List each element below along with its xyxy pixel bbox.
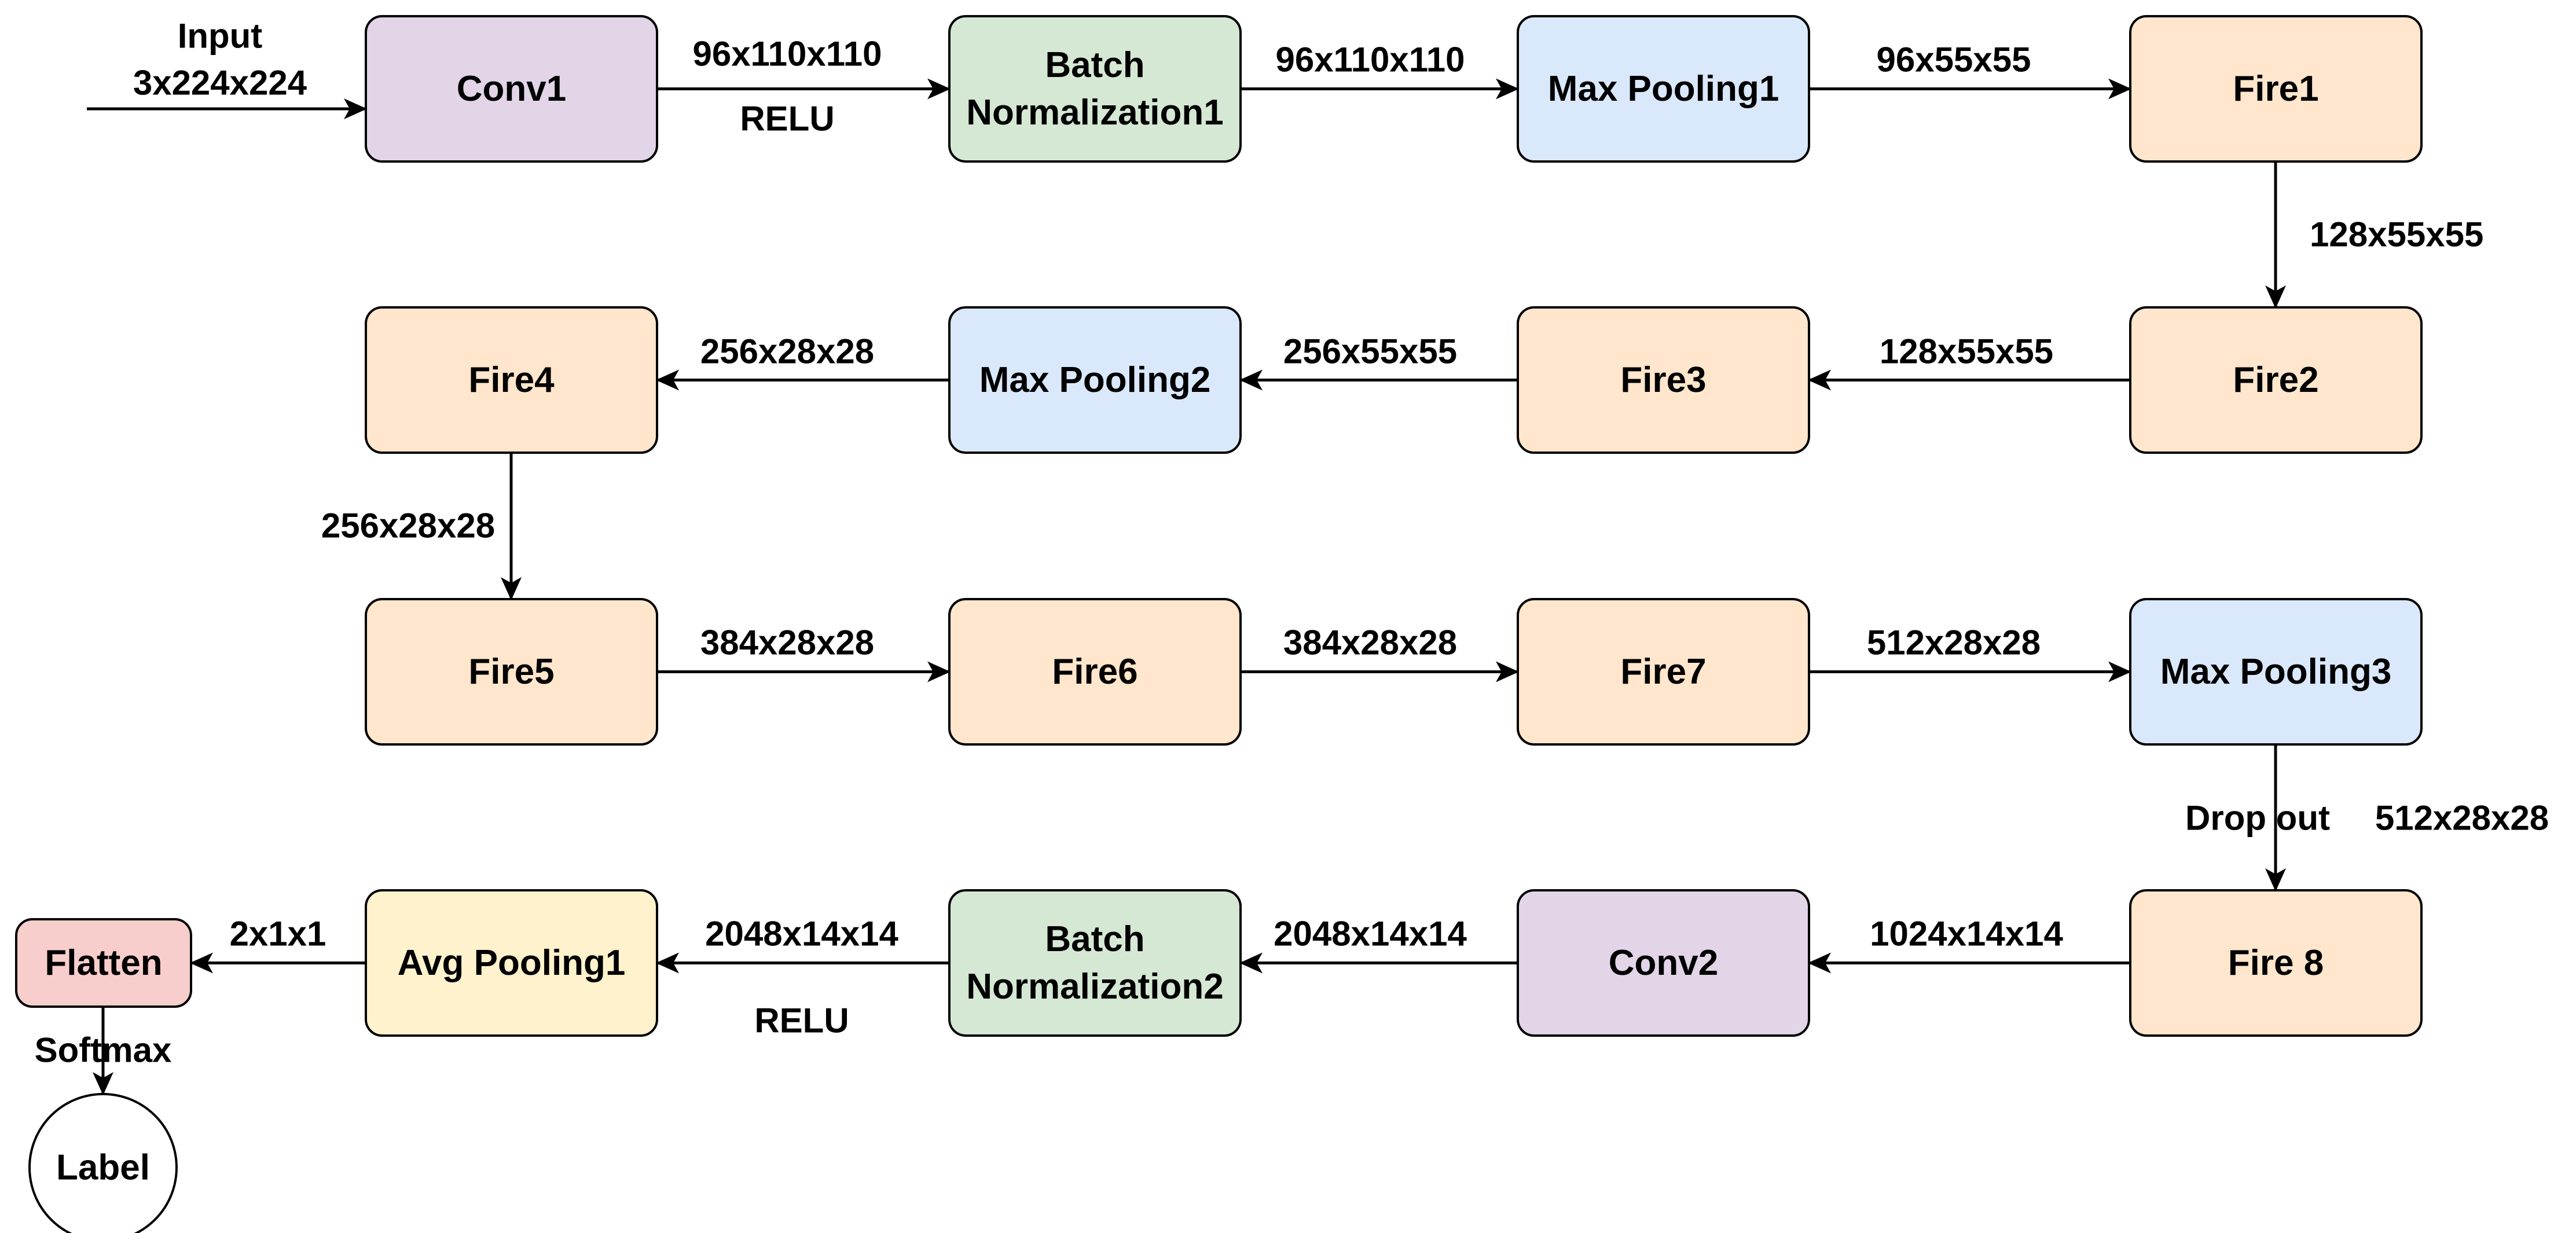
node-maxpool2-box — [948, 306, 1242, 454]
node-fire2-label: Fire2 — [2233, 360, 2318, 400]
node-fire5-box — [365, 598, 658, 746]
node-conv2: Conv2 — [1517, 889, 1810, 1037]
node-conv2-box — [1517, 889, 1810, 1037]
node-maxpool3-label: Max Pooling3 — [2160, 652, 2392, 692]
node-fire3: Fire3 — [1517, 306, 1810, 454]
label-bn2-relu: RELU — [754, 1001, 849, 1040]
node-fire3-label: Fire3 — [1620, 360, 1706, 400]
node-bn1-label: Batch — [1045, 45, 1144, 85]
label-fire1-fire2: 128x55x55 — [2310, 215, 2483, 254]
node-fire8-box — [2129, 889, 2423, 1037]
node-fire3-box — [1517, 306, 1810, 454]
label-bn1-mp1: 96x110x110 — [1275, 41, 1465, 79]
node-fire6-box — [948, 598, 1242, 746]
node-bn2-label: Batch — [1045, 919, 1144, 959]
node-fire7-box — [1517, 598, 1810, 746]
label-fire4-fire5: 256x28x28 — [321, 507, 495, 545]
node-maxpool2: Max Pooling2 — [948, 306, 1242, 454]
node-bn2-box — [948, 889, 1242, 1037]
label-fire2-fire3: 128x55x55 — [1880, 332, 2053, 371]
label-mp3-dropout: Drop out — [2185, 799, 2330, 838]
node-conv1-label: Conv1 — [457, 69, 566, 109]
node-fire2: Fire2 — [2129, 306, 2423, 454]
label-fire7-mp3: 512x28x28 — [1867, 623, 2041, 662]
node-maxpool1-box — [1517, 15, 1810, 163]
node-fire6-label: Fire6 — [1052, 652, 1137, 692]
node-label-text: Label — [56, 1148, 150, 1188]
node-flatten-box — [15, 918, 192, 1008]
node-fire1-box — [2129, 15, 2423, 163]
node-fire4-label: Fire4 — [468, 360, 555, 400]
node-maxpool1-label: Max Pooling1 — [1548, 69, 1779, 109]
node-conv1: Conv1 — [365, 15, 658, 163]
node-maxpool3: Max Pooling3 — [2129, 598, 2423, 746]
node-label: Label — [28, 1093, 178, 1233]
node-fire8: Fire 8 — [2129, 889, 2423, 1037]
node-label-circle — [28, 1093, 178, 1233]
label-fire8-conv2: 1024x14x14 — [1870, 915, 2063, 953]
node-conv2-label: Conv2 — [1609, 943, 1718, 983]
node-fire7-label: Fire7 — [1620, 652, 1706, 692]
node-fire4-box — [365, 306, 658, 454]
edges — [87, 78, 2286, 1095]
node-fire8-label: Fire 8 — [2228, 943, 2324, 983]
label-flatten-softmax: Softmax — [35, 1031, 172, 1070]
node-fire2-box — [2129, 306, 2423, 454]
label-conv2-bn2: 2048x14x14 — [1274, 915, 1467, 953]
label-mp3-fire8: 512x28x28 — [2375, 799, 2549, 838]
node-fire1-label: Fire1 — [2233, 69, 2318, 109]
label-mp1-fire1: 96x55x55 — [1877, 41, 2031, 79]
node-avgpool1: Avg Pooling1 — [365, 889, 658, 1037]
label-conv1-relu: RELU — [740, 100, 834, 138]
node-avgpool1-label: Avg Pooling1 — [398, 943, 626, 983]
label-fire5-fire6: 384x28x28 — [700, 623, 874, 662]
node-fire1: Fire1 — [2129, 15, 2423, 163]
node-fire4: Fire4 — [365, 306, 658, 454]
node-maxpool2-label: Max Pooling2 — [979, 360, 1211, 400]
node-fire6: Fire6 — [948, 598, 1242, 746]
node-fire5-label: Fire5 — [468, 652, 554, 692]
node-bn1-box — [948, 15, 1242, 163]
node-bn1-label: Normalization1 — [966, 93, 1223, 133]
node-fire5: Fire5 — [365, 598, 658, 746]
label-conv1-bn1: 96x110x110 — [692, 35, 882, 74]
node-avgpool1-box — [365, 889, 658, 1037]
node-maxpool1: Max Pooling1 — [1517, 15, 1810, 163]
label-input-2: 3x224x224 — [133, 64, 307, 102]
label-avg-flatten: 2x1x1 — [230, 915, 326, 953]
node-flatten-label: Flatten — [45, 943, 162, 983]
node-flatten: Flatten — [15, 918, 192, 1008]
node-fire7: Fire7 — [1517, 598, 1810, 746]
node-maxpool3-box — [2129, 598, 2423, 746]
node-conv1-box — [365, 15, 658, 163]
label-bn2-avg: 2048x14x14 — [705, 915, 898, 953]
label-fire3-mp2: 256x55x55 — [1283, 332, 1457, 371]
label-input-1: Input — [178, 17, 263, 56]
label-mp2-fire4: 256x28x28 — [700, 332, 874, 371]
label-fire6-fire7: 384x28x28 — [1283, 623, 1457, 662]
node-bn2-label: Normalization2 — [966, 967, 1223, 1007]
